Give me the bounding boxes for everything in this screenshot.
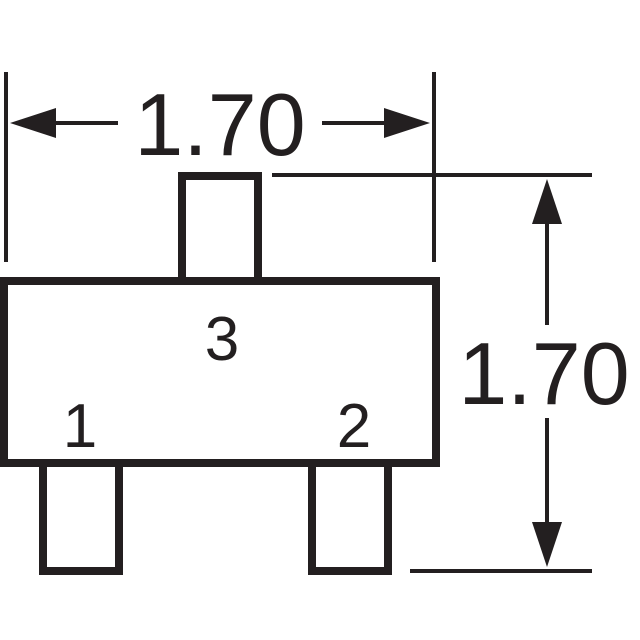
height-arrow-bottom [532, 522, 562, 567]
width-arrow-left [10, 108, 56, 138]
pin-3-label: 3 [205, 305, 239, 374]
height-arrow-top [532, 179, 562, 224]
package-body [0, 277, 440, 467]
lead-2 [308, 459, 392, 575]
width-arrow-right [384, 108, 430, 138]
package-outline [0, 172, 440, 575]
pin-2-label: 2 [337, 392, 371, 461]
width-dimension [4, 72, 436, 262]
lead-1 [39, 459, 123, 575]
width-dimension-label: 1.70 [134, 75, 305, 174]
pin-1-label: 1 [63, 392, 97, 461]
lead-3 [178, 172, 262, 285]
height-dimension-label: 1.70 [458, 324, 629, 423]
height-dimension [272, 173, 592, 573]
